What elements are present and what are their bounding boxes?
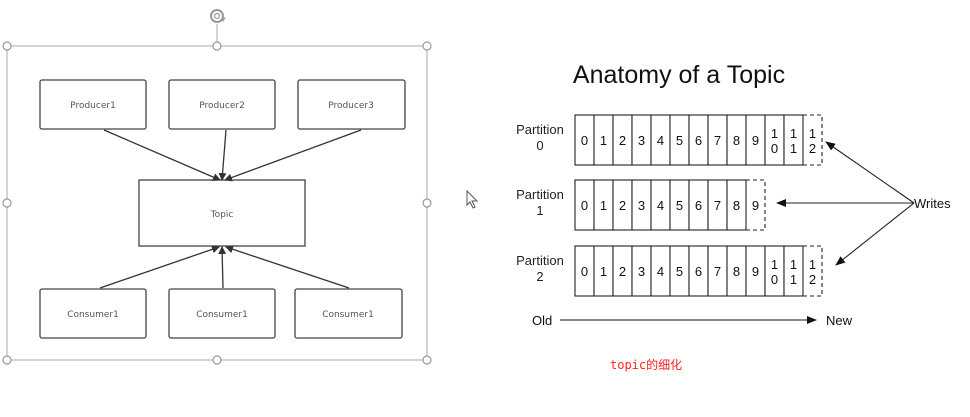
next-offset-cell <box>803 114 823 166</box>
resize-handle[interactable] <box>2 41 12 51</box>
producer-box-1[interactable]: Producer1 <box>39 79 147 130</box>
arrow-producer3-topic <box>224 129 362 182</box>
resize-handle[interactable] <box>422 198 432 208</box>
partition-number: 1 <box>536 203 543 218</box>
resize-handle[interactable] <box>422 41 432 51</box>
offset-label: 0 <box>581 133 588 148</box>
offset-label: 4 <box>657 133 664 148</box>
arrow-producer2-topic <box>218 129 227 181</box>
consumer-box-3[interactable]: Consumer1 <box>294 288 403 339</box>
writes-arrow-partition-0 <box>825 141 915 204</box>
offset-label: 1 <box>790 272 797 287</box>
next-offset-cell <box>803 245 823 297</box>
offset-label: 9 <box>752 264 759 279</box>
partition-number: 2 <box>536 269 543 284</box>
arrow-consumer1-topic <box>99 245 220 289</box>
partition-label: Partition <box>516 122 564 137</box>
offset-label: 3 <box>638 133 645 148</box>
topic-box[interactable]: Topic <box>138 179 306 247</box>
offset-label: 3 <box>638 264 645 279</box>
arrow-producer1-topic <box>103 129 221 181</box>
offset-label: 5 <box>676 198 683 213</box>
offset-cell <box>783 245 804 297</box>
rotate-handle-icon[interactable] <box>210 9 226 23</box>
resize-handle[interactable] <box>2 198 12 208</box>
partition-label: Partition <box>516 253 564 268</box>
consumer-box-2[interactable]: Consumer1 <box>168 288 276 339</box>
offset-label: 1 <box>790 126 797 141</box>
resize-handle[interactable] <box>212 41 222 51</box>
offset-label: 9 <box>752 133 759 148</box>
diagram-title: Anatomy of a Topic <box>573 61 785 89</box>
resize-handle[interactable] <box>212 355 222 365</box>
offset-label: 6 <box>695 264 702 279</box>
next-offset-cell <box>746 179 766 231</box>
offset-label: 0 <box>771 272 778 287</box>
offset-cell <box>726 179 747 231</box>
next-offset-label: 2 <box>809 141 816 156</box>
caption: topic的细化 <box>610 358 683 372</box>
offset-label: 1 <box>600 133 607 148</box>
offset-label: 2 <box>619 198 626 213</box>
offset-label: 2 <box>619 264 626 279</box>
offset-label: 1 <box>771 126 778 141</box>
offset-label: 5 <box>676 133 683 148</box>
producer-consumer-diagram[interactable]: Producer1 Producer2 Producer3 Topic Cons… <box>0 0 440 417</box>
producer-box-3[interactable]: Producer3 <box>297 79 406 130</box>
producer-box-2[interactable]: Producer2 <box>168 79 276 130</box>
offset-label: 0 <box>581 264 588 279</box>
offset-cell <box>783 114 804 166</box>
offset-label: 1 <box>600 198 607 213</box>
offset-label: 2 <box>619 133 626 148</box>
resize-handle[interactable] <box>422 355 432 365</box>
producer-label: Producer2 <box>199 101 245 111</box>
offset-label: 0 <box>771 141 778 156</box>
consumer-label: Consumer1 <box>67 310 119 320</box>
resize-handle[interactable] <box>2 355 12 365</box>
offset-label: 4 <box>657 264 664 279</box>
partition-label: Partition <box>516 187 564 202</box>
writes-label: Writes <box>914 196 951 211</box>
writes-arrow-partition-2 <box>835 202 915 266</box>
offset-label: 0 <box>581 198 588 213</box>
offset-label: 8 <box>733 133 740 148</box>
offset-label: 8 <box>733 198 740 213</box>
offset-label: 6 <box>695 198 702 213</box>
partition-number: 0 <box>536 138 543 153</box>
offset-label: 1 <box>790 141 797 156</box>
offset-label: 7 <box>714 198 721 213</box>
offset-label: 8 <box>733 264 740 279</box>
next-offset-label: 1 <box>809 126 816 141</box>
consumer-label: Consumer1 <box>196 310 248 320</box>
offset-label: 6 <box>695 133 702 148</box>
producer-label: Producer1 <box>70 101 116 111</box>
new-label: New <box>826 313 853 328</box>
consumer-label: Consumer1 <box>322 310 374 320</box>
arrow-consumer2-topic <box>218 246 227 289</box>
topic-label: Topic <box>210 210 234 220</box>
offset-label: 1 <box>790 257 797 272</box>
offset-label: 7 <box>714 264 721 279</box>
offset-label: 3 <box>638 198 645 213</box>
offset-label: 7 <box>714 133 721 148</box>
old-label: Old <box>532 313 552 328</box>
next-offset-label: 1 <box>809 257 816 272</box>
arrow-consumer3-topic <box>225 245 350 289</box>
consumer-box-1[interactable]: Consumer1 <box>39 288 147 339</box>
mouse-cursor-icon <box>466 190 479 209</box>
producer-label: Producer3 <box>328 101 374 111</box>
offset-label: 1 <box>600 264 607 279</box>
offset-label: 4 <box>657 198 664 213</box>
offset-label: 1 <box>771 257 778 272</box>
offset-label: 5 <box>676 264 683 279</box>
next-offset-label: 9 <box>752 198 759 213</box>
next-offset-label: 2 <box>809 272 816 287</box>
